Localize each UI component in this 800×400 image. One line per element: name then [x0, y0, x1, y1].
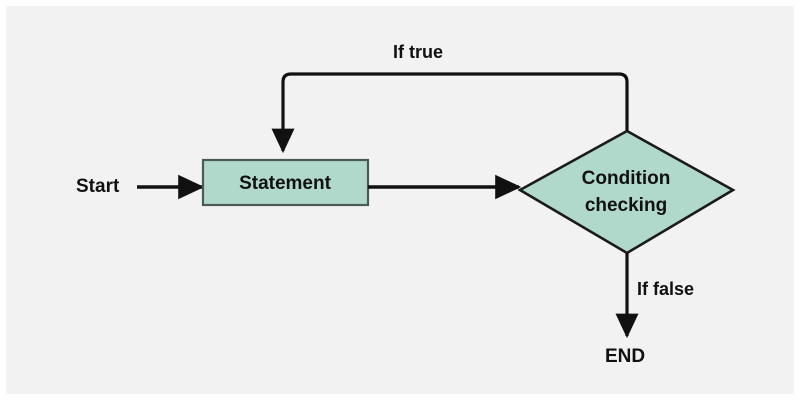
edge-if-true-label: If true — [393, 42, 443, 62]
node-start-label: Start — [76, 176, 120, 197]
edge-if-true-path — [271, 72, 629, 154]
node-statement-label: Statement — [239, 173, 332, 194]
node-end-label: END — [605, 346, 645, 367]
node-condition-label-line1: Condition — [582, 168, 671, 189]
node-condition-label-line2: checking — [585, 195, 667, 216]
node-statement-box[interactable] — [201, 158, 370, 207]
edge-if-false-label: If false — [637, 279, 694, 299]
node-condition-diamond[interactable] — [517, 129, 736, 255]
